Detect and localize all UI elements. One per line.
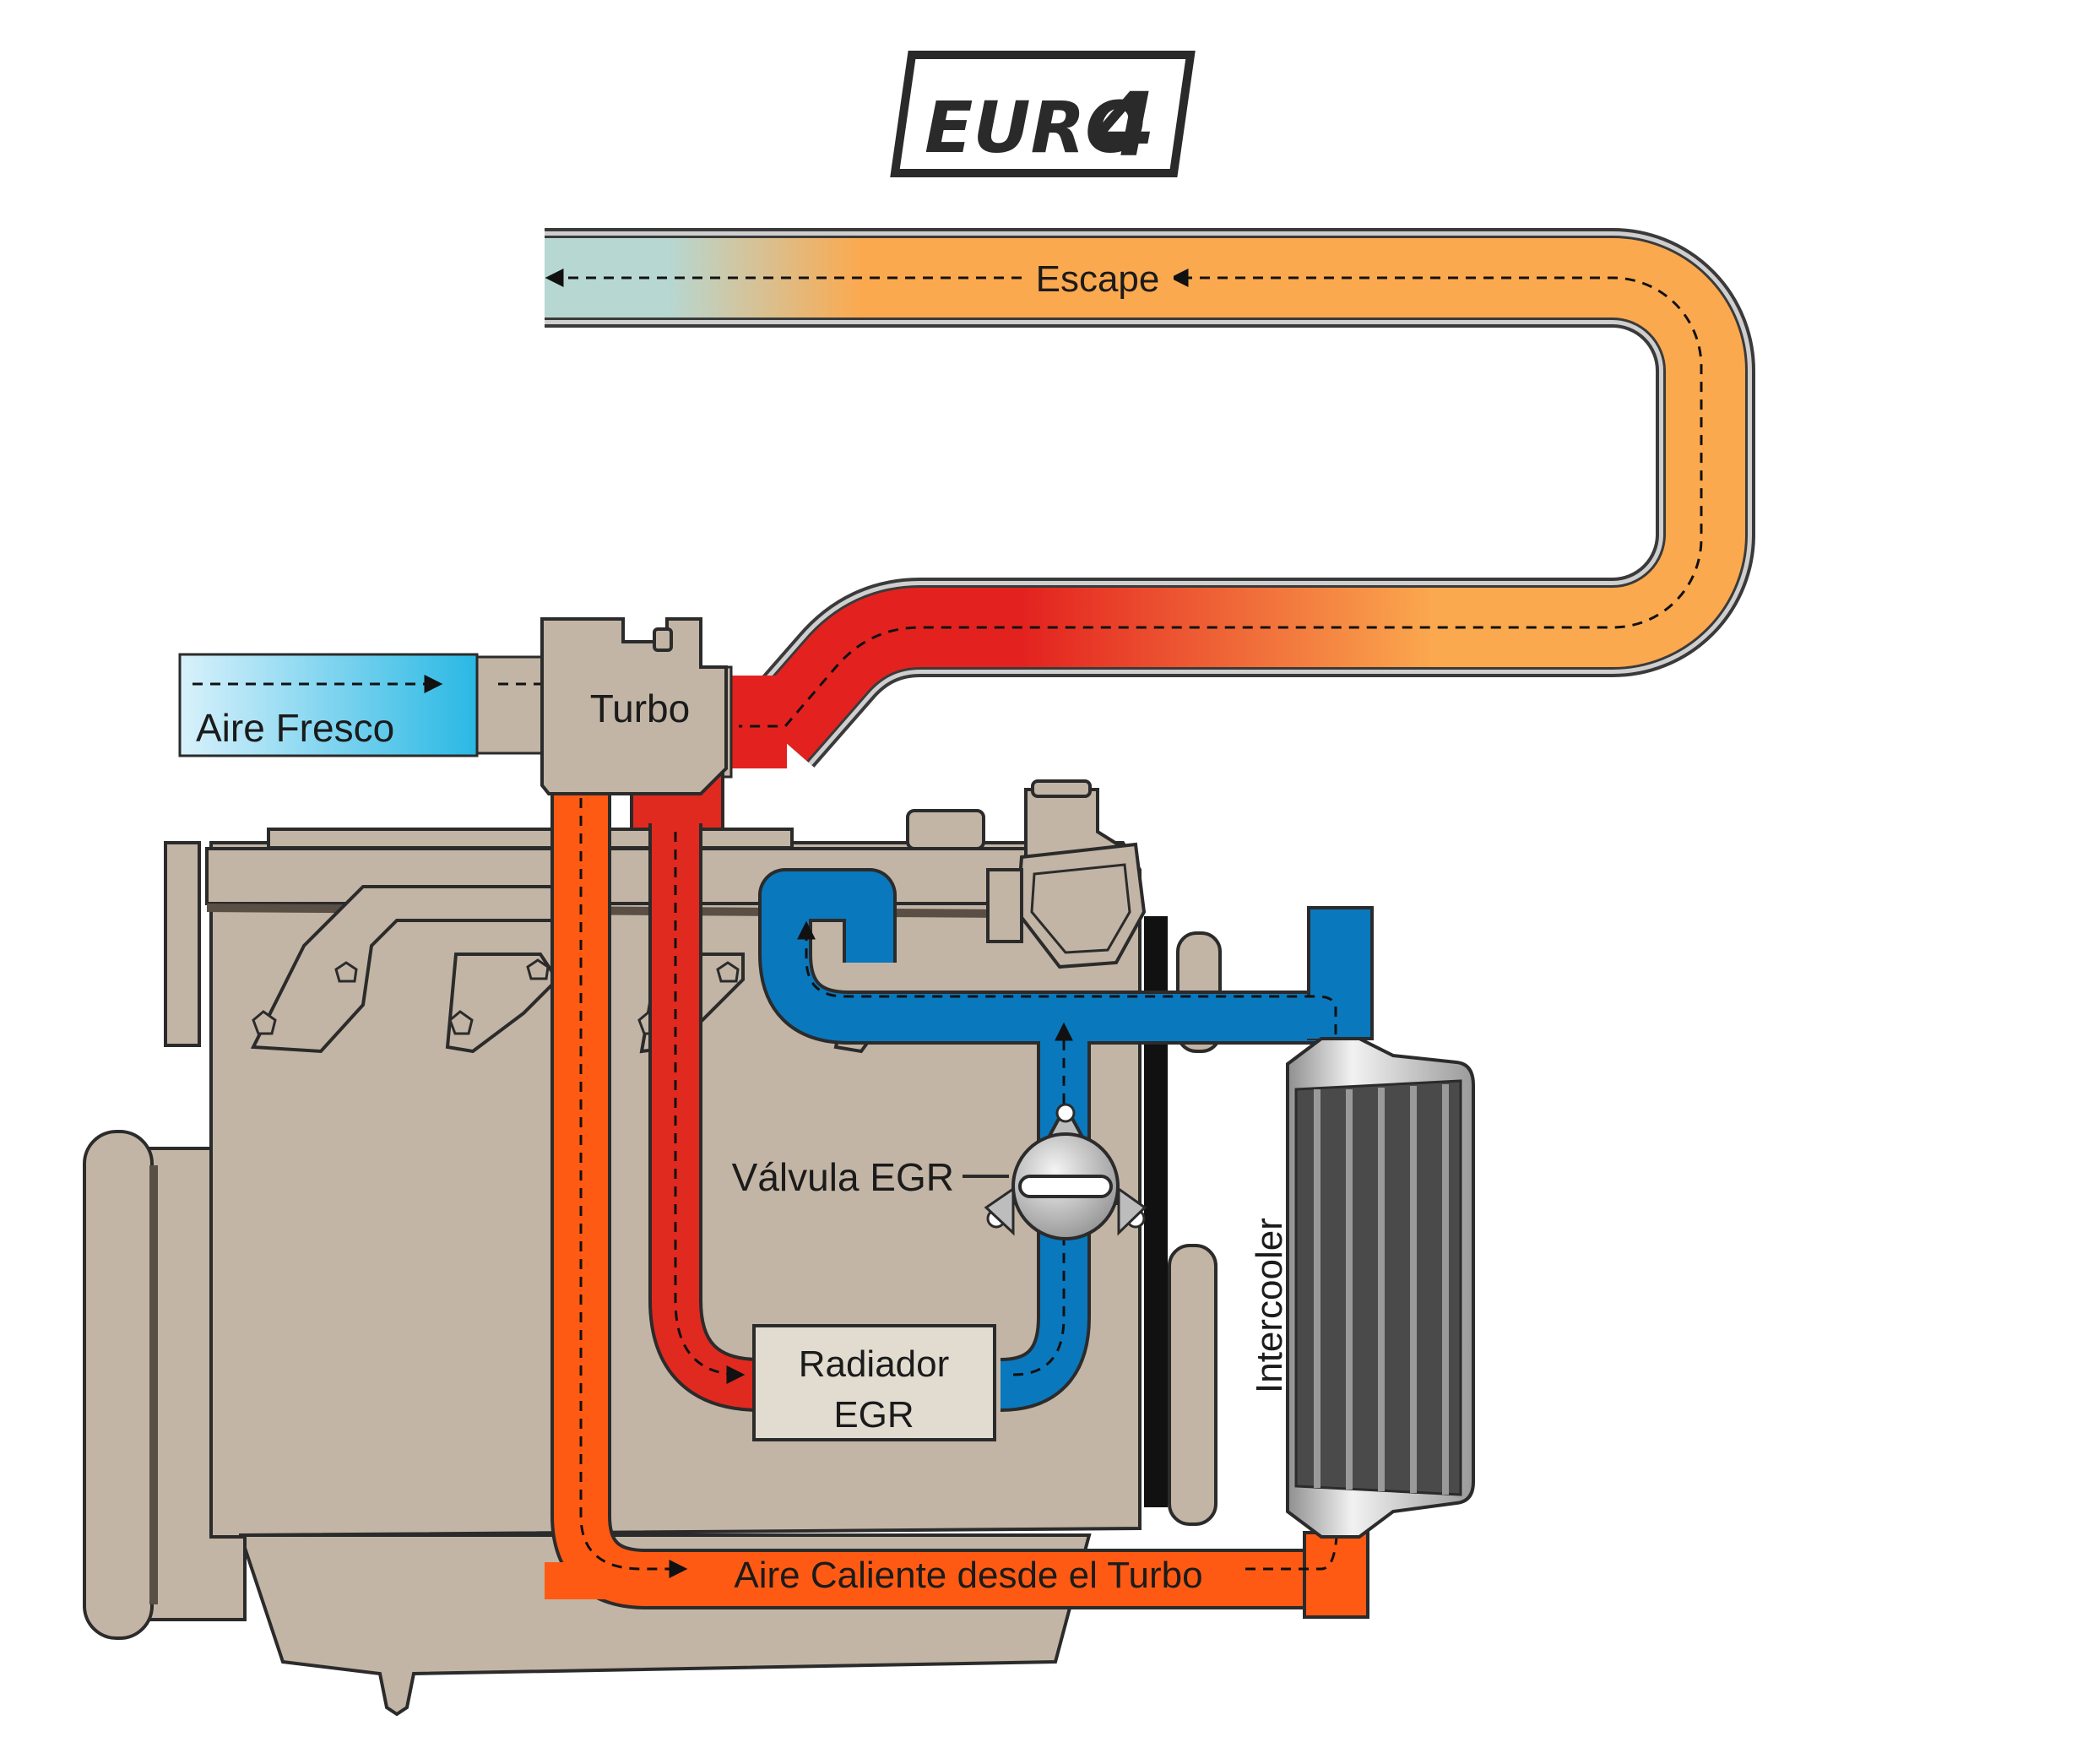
intercooler: Intercooler [1249,1037,1475,1539]
exhaust-pipe [545,228,1755,779]
egr-radiator: Radiador EGR [752,1324,996,1441]
fresh-air-inlet [178,653,592,774]
euro4-logo: EURO 4 [890,51,1196,177]
egr-cool-pipe [758,868,1374,1412]
escape-label-group: Escape [1026,253,1174,302]
hot-air-label-group: Aire Caliente desde el Turbo [697,1554,1241,1596]
logo-text: EURO [925,86,1146,169]
intercooler-label: Intercooler [1249,1218,1290,1393]
egr-valve: Válvula EGR [732,1102,1147,1240]
escape-label: Escape [1036,258,1160,300]
turbocharger [540,617,728,795]
logo-number: 4 [1093,73,1155,176]
hot-air-label: Aire Caliente desde el Turbo [734,1555,1202,1596]
fresh-air-label: Aire Fresco [196,706,394,750]
radiator-label-line2: EGR [833,1394,914,1436]
radiator-label-line1: Radiador [799,1343,950,1385]
egr-hot-pipe [630,768,762,1412]
turbo-label: Turbo [590,687,690,730]
egr-valve-label: Válvula EGR [732,1155,954,1199]
